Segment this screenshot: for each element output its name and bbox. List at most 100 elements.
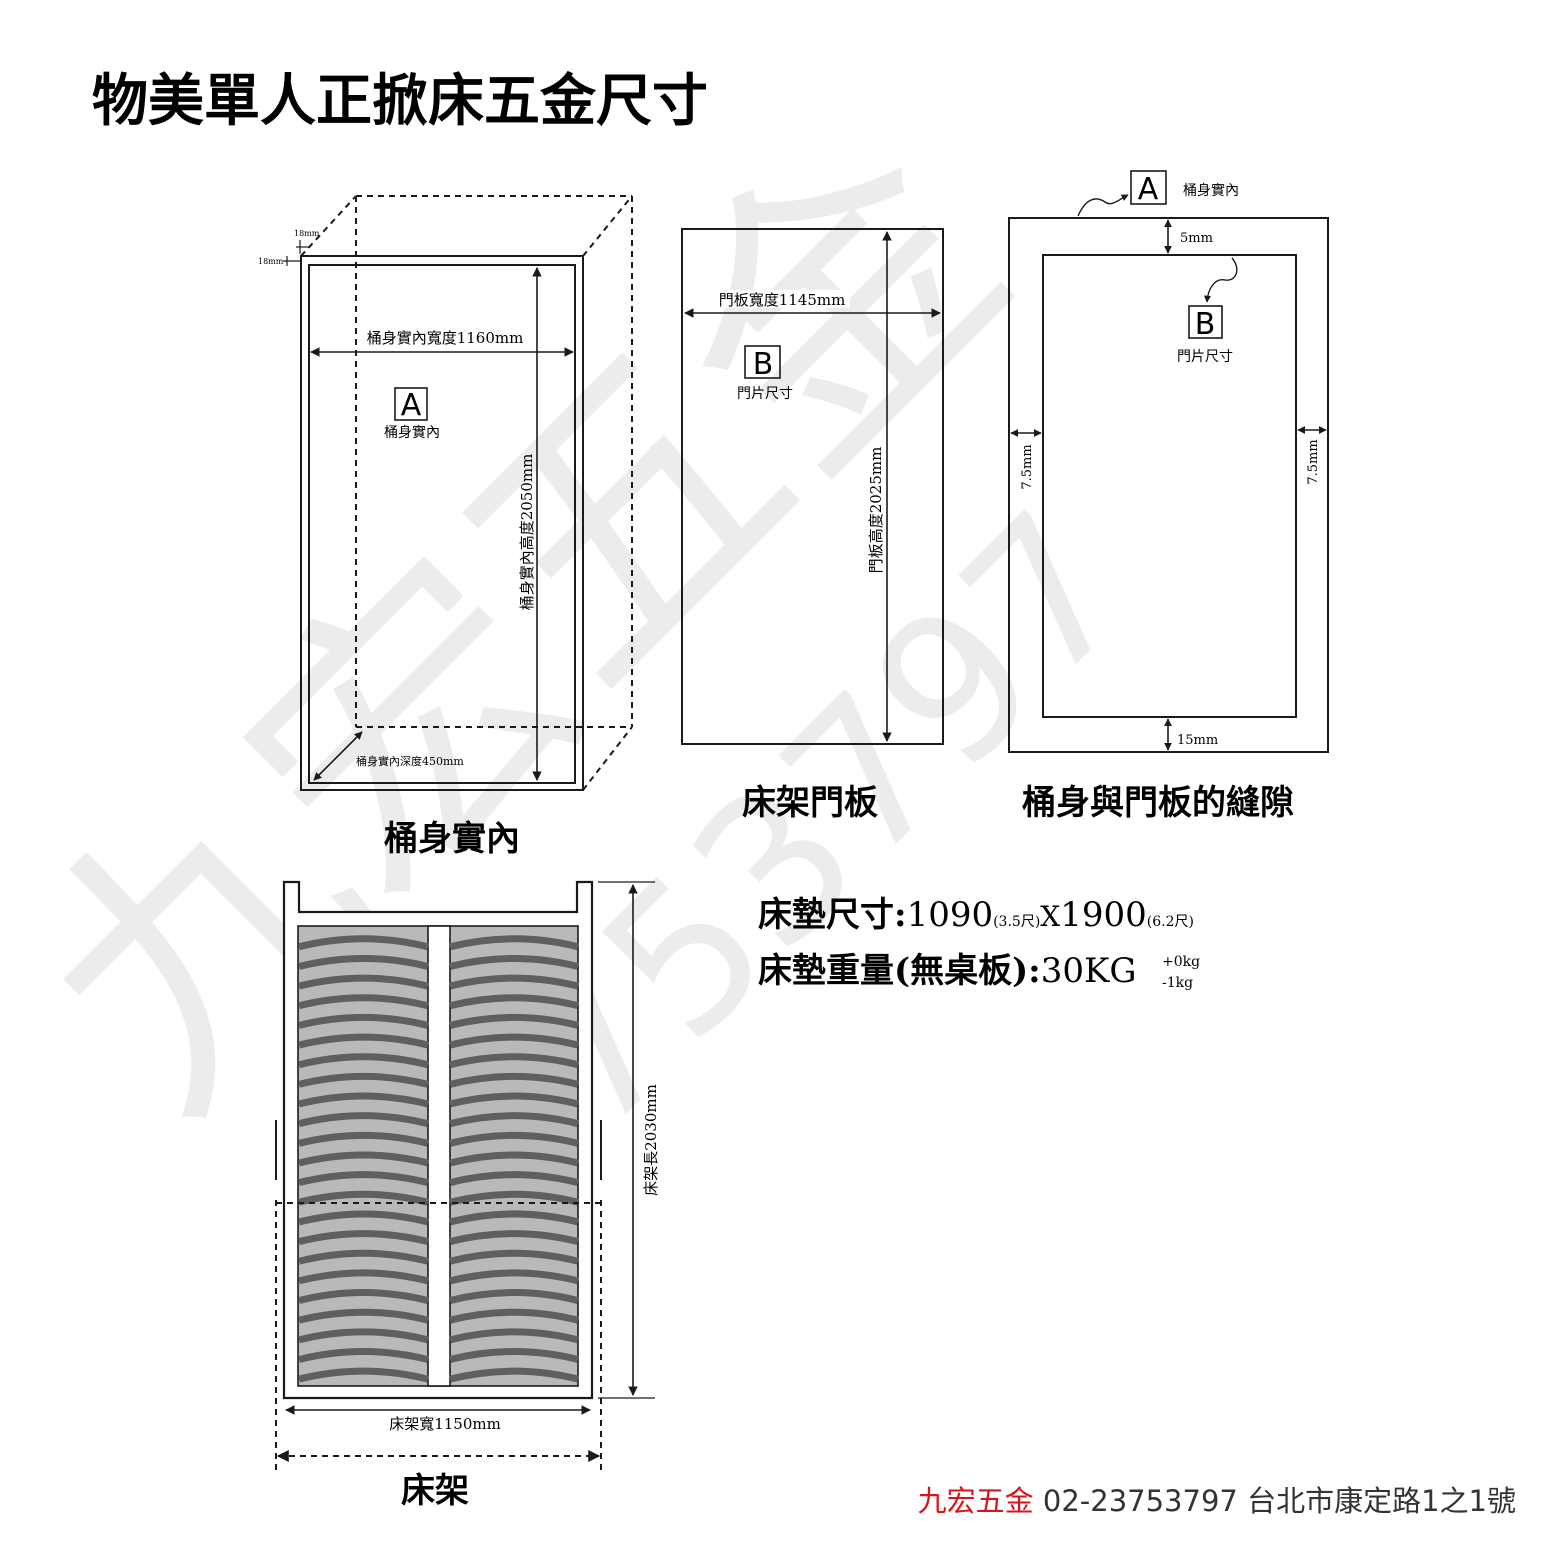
frame-slat: [449, 1151, 579, 1167]
cabinet-width-label: 桶身實內寬度1160mm: [367, 329, 524, 347]
cabinet-3d-edge: [300, 195, 357, 257]
gap-outer-cabinet: [1008, 217, 1329, 753]
gap-diagram: [1008, 170, 1329, 753]
frame-slat: [298, 954, 429, 970]
door-caption: 床架門板: [742, 783, 878, 823]
frame-slat: [298, 1072, 429, 1088]
door-width-label: 門板寬度1145mm: [719, 291, 846, 309]
frame-slat: [449, 994, 579, 1010]
frame-slat: [449, 974, 579, 990]
footer-company: 九宏五金: [918, 1484, 1034, 1518]
footer-address: 台北市康定路1之1號: [1247, 1484, 1516, 1518]
frame-slat: [298, 1230, 429, 1245]
mattress-weight-line: 床墊重量(無桌板):30KG: [758, 951, 1137, 991]
gap-marker-b: B: [1195, 307, 1216, 342]
door-marker: B: [753, 347, 774, 382]
frame-slat: [298, 1269, 429, 1285]
gap-left-label: 7.5mm: [1020, 444, 1035, 489]
gap-inner-door: [1042, 254, 1297, 718]
frame-caption: 床架: [401, 1471, 469, 1511]
gap-pointer-b: [1203, 257, 1238, 303]
frame-slat: [449, 935, 579, 951]
gap-pointer-a: [1077, 194, 1129, 217]
frame-slat: [449, 1348, 579, 1363]
footer-line: 九宏五金 02-23753797 台北市康定路1之1號: [918, 1484, 1516, 1518]
frame-slat: [449, 1269, 579, 1285]
frame-slat: [449, 1171, 579, 1187]
frame-slat: [449, 954, 579, 970]
mattress-width-unit: (3.5尺): [993, 914, 1040, 930]
cabinet-diagram: [283, 195, 633, 791]
door-diagram: [681, 228, 944, 745]
cabinet-depth-label: 桶身實內深度450mm: [356, 754, 464, 768]
cabinet-thickness-a: 18mm: [294, 229, 320, 238]
frame-slat: [449, 1072, 579, 1088]
frame-slat: [449, 1210, 579, 1226]
frame-slat: [298, 1328, 429, 1344]
door-height-label: 門板高度2025mm: [867, 447, 885, 574]
gap-top-label: 5mm: [1180, 231, 1213, 246]
weight-value: 30KG: [1041, 951, 1137, 991]
cabinet-marker-box: [394, 387, 428, 421]
mattress-times: X: [1040, 900, 1060, 933]
gap-marker-a-label: 桶身實內: [1183, 182, 1239, 199]
frame-slat: [298, 935, 429, 951]
frame-slats: [298, 935, 579, 1383]
cabinet-3d-edge: [582, 726, 633, 791]
weight-prefix: 床墊重量(無桌板):: [758, 951, 1041, 991]
frame-slat: [298, 1289, 429, 1304]
tolerance-plus: +0kg: [1162, 954, 1200, 970]
frame-slat: [449, 1092, 579, 1108]
frame-center-beam: [427, 925, 451, 1387]
frame-slat: [298, 1249, 429, 1265]
cabinet-depth-dim: [313, 731, 363, 781]
door-marker-label: 門片尺寸: [737, 386, 793, 402]
frame-slat: [298, 1131, 429, 1147]
frame-slat: [298, 1092, 429, 1108]
gap-right-label: 7.5mm: [1306, 439, 1321, 484]
door-marker-box: [744, 345, 781, 379]
gap-bottom-label: 15mm: [1177, 733, 1218, 748]
frame-slat: [449, 1033, 579, 1049]
frame-length-label: 床架長2030mm: [642, 1084, 660, 1196]
frame-slat: [449, 1328, 579, 1344]
door-panel: [681, 228, 944, 745]
cabinet-height-label: 桶身實內高度2050mm: [518, 454, 536, 611]
cabinet-3d-edge: [582, 195, 633, 257]
frame-slat: [298, 994, 429, 1010]
mattress-length-unit: (6.2尺): [1147, 914, 1194, 930]
cabinet-marker: A: [401, 388, 422, 423]
frame-slat: [449, 1308, 579, 1324]
footer: 九宏五金 02-23753797 台北市康定路1之1號: [918, 1484, 1516, 1518]
frame-slat: [298, 1348, 429, 1363]
frame-slat: [298, 1112, 429, 1128]
frame-slat: [298, 1190, 429, 1206]
frame-slat: [298, 1171, 429, 1187]
specs-block: 床墊尺寸:1090(3.5尺)X1900(6.2尺) 床墊重量(無桌板):30K…: [758, 895, 1200, 991]
gap-marker-b-box: [1188, 305, 1223, 339]
frame-slat: [298, 1308, 429, 1324]
footer-phone: 02-23753797: [1043, 1484, 1238, 1518]
frame-slat: [449, 1053, 579, 1069]
mattress-width: 1090: [907, 895, 994, 935]
cabinet-inner: [308, 264, 576, 784]
page-title: 物美單人正掀床五金尺寸: [92, 68, 708, 134]
frame-slat: [298, 1033, 429, 1049]
frame-slat: [449, 1131, 579, 1147]
frame-slat: [449, 1367, 579, 1383]
frame-slat: [449, 1013, 579, 1029]
frame-slat: [298, 1053, 429, 1069]
frame-slat: [449, 1112, 579, 1128]
frame-diagram: [275, 880, 655, 1470]
tolerance-minus: -1kg: [1162, 975, 1193, 991]
frame-slat: [298, 1210, 429, 1226]
gap-marker-a: A: [1138, 172, 1159, 207]
gap-marker-b-label: 門片尺寸: [1177, 349, 1233, 365]
mattress-size-line: 床墊尺寸:1090(3.5尺)X1900(6.2尺): [758, 895, 1194, 935]
frame-slat: [449, 1289, 579, 1304]
frame-slat: [449, 1249, 579, 1265]
cabinet-outer: [300, 255, 584, 791]
frame-slat: [298, 1013, 429, 1029]
cabinet-thickness-b: 18mm: [258, 257, 284, 266]
